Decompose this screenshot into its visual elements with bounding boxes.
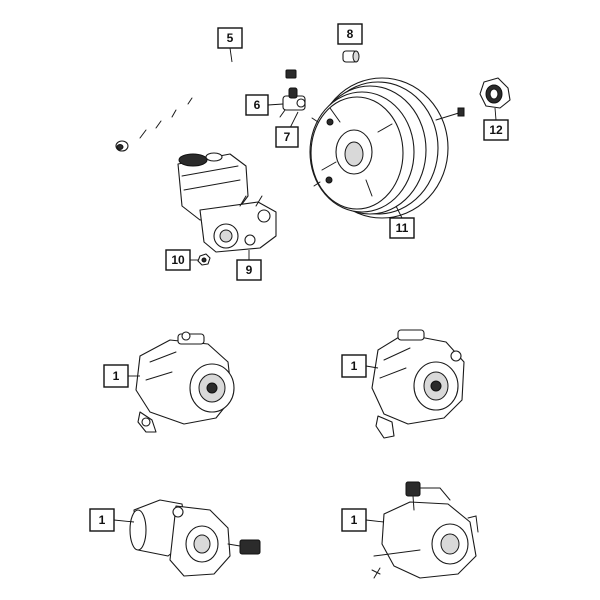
callout-5[interactable]: 5 [217,27,243,49]
callout-9[interactable]: 9 [236,259,262,281]
callout-1b-leader [365,365,379,369]
svg-text:9: 9 [246,263,253,277]
vacuum-hose-part[interactable] [115,50,297,152]
master-cylinder-part[interactable] [177,152,277,253]
svg-text:10: 10 [171,253,185,267]
callout-7-leader [289,111,299,129]
callout-1-a[interactable]: 1 [103,364,129,388]
svg-text:1: 1 [113,369,120,383]
svg-text:11: 11 [396,221,409,235]
check-valve-part[interactable] [279,87,306,118]
svg-text:8: 8 [347,27,354,41]
callout-1-c[interactable]: 1 [89,508,115,532]
callout-1-d[interactable]: 1 [341,508,367,532]
svg-text:1: 1 [99,513,106,527]
callout-12[interactable]: 12 [483,119,509,141]
nut-part[interactable] [197,253,211,266]
vacuum-pump-part-c[interactable] [129,499,261,577]
callout-10[interactable]: 10 [165,249,191,271]
callout-1-b[interactable]: 1 [341,354,367,378]
svg-text:12: 12 [489,123,503,137]
booster-seal-part[interactable] [479,77,511,109]
spacer-part[interactable] [342,50,360,63]
callout-5-leader [229,47,233,63]
callout-1d-leader [365,519,385,523]
svg-text:6: 6 [254,98,261,112]
callout-1c-leader [113,519,135,523]
callout-11[interactable]: 11 [389,217,415,239]
vacuum-pump-part-b[interactable] [371,329,465,439]
svg-text:1: 1 [351,513,358,527]
svg-text:1: 1 [351,359,358,373]
callout-8[interactable]: 8 [337,23,363,45]
svg-text:7: 7 [284,130,291,144]
callout-11-leader [395,205,403,219]
vacuum-pump-part-d[interactable] [371,481,479,579]
callout-6[interactable]: 6 [245,94,269,116]
svg-text:5: 5 [227,31,234,45]
vacuum-pump-part-a[interactable] [135,331,235,433]
brake-booster-part[interactable] [309,77,465,219]
callout-7[interactable]: 7 [275,126,299,148]
callout-6-leader [267,103,284,106]
callout-12-leader [494,107,497,121]
